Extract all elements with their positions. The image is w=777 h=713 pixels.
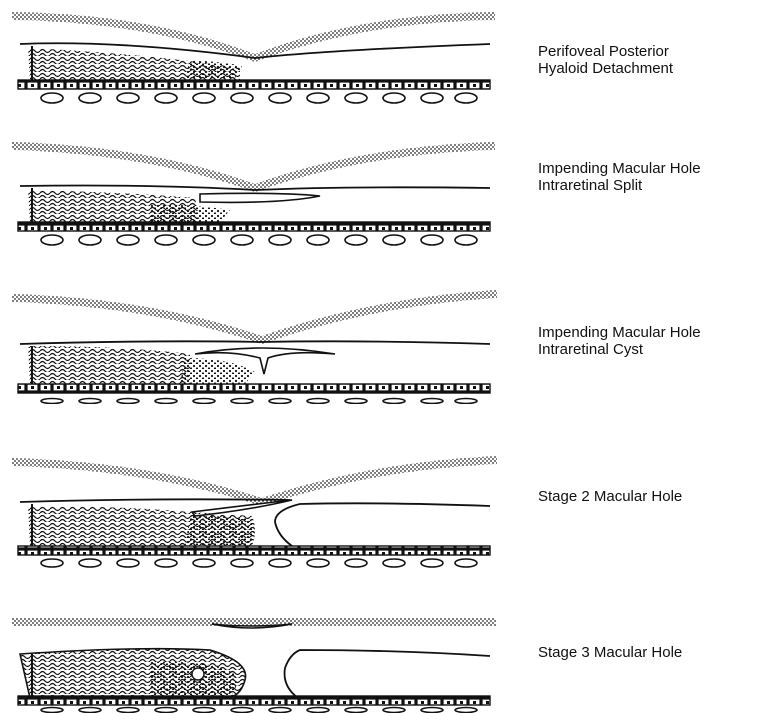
choroid-cells — [41, 399, 477, 404]
caption-line-1: Impending Macular Hole — [538, 160, 701, 177]
hole-edge-right — [275, 503, 490, 546]
caption-line-1: Impending Macular Hole — [538, 324, 701, 341]
rpe-layer — [18, 546, 490, 555]
stage-panel-5: Stage 3 Macular Hole — [0, 590, 777, 710]
intraretinal-split-diagram — [0, 134, 520, 254]
posterior-hyaloid-membrane — [12, 290, 497, 344]
retinal-layers — [28, 346, 190, 384]
choroid-cells — [41, 559, 477, 567]
stage-caption-2: Impending Macular Hole Intraretinal Spli… — [538, 160, 701, 194]
stage-caption-4: Stage 2 Macular Hole — [538, 488, 682, 505]
stage-panel-3: Impending Macular Hole Intraretinal Cyst — [0, 284, 777, 404]
perifoveal-detachment-diagram — [0, 0, 520, 120]
posterior-hyaloid-membrane — [12, 142, 495, 192]
stage-2-hole-diagram — [0, 450, 520, 570]
caption-line-1: Stage 3 Macular Hole — [538, 644, 682, 661]
choroid-cells — [41, 93, 477, 103]
rpe-layer — [18, 222, 490, 231]
stage-caption-1: Perifoveal Posterior Hyaloid Detachment — [538, 43, 673, 77]
rpe-layer — [18, 696, 490, 705]
cyst-cavity — [192, 668, 204, 680]
intraretinal-cyst-diagram — [0, 284, 520, 404]
caption-line-1: Stage 2 Macular Hole — [538, 488, 682, 505]
choroid-cells — [41, 708, 477, 713]
photoreceptor-cells — [150, 204, 230, 222]
posterior-hyaloid-membrane — [12, 618, 496, 626]
caption-line-1: Perifoveal Posterior — [538, 43, 673, 60]
stage-3-hole-diagram — [0, 590, 520, 713]
stage-caption-5: Stage 3 Macular Hole — [538, 644, 682, 661]
stage-panel-4: Stage 2 Macular Hole — [0, 450, 777, 570]
rpe-layer — [18, 80, 490, 89]
photoreceptor-cells — [185, 516, 254, 546]
rpe-layer — [18, 384, 490, 393]
choroid-cells — [41, 235, 477, 245]
inner-retina-surface — [20, 341, 490, 344]
stage-panel-2: Impending Macular Hole Intraretinal Spli… — [0, 134, 777, 254]
caption-line-2: Intraretinal Split — [538, 177, 701, 194]
intraretinal-split — [200, 193, 320, 202]
caption-line-2: Intraretinal Cyst — [538, 341, 701, 358]
posterior-hyaloid-membrane — [12, 456, 497, 506]
hole-edge-right — [285, 650, 490, 698]
photoreceptor-cells — [185, 60, 242, 78]
caption-line-2: Hyaloid Detachment — [538, 60, 673, 77]
stage-panel-1: Perifoveal Posterior Hyaloid Detachment — [0, 0, 777, 120]
photoreceptor-cells — [180, 358, 255, 384]
stage-caption-3: Impending Macular Hole Intraretinal Cyst — [538, 324, 701, 358]
